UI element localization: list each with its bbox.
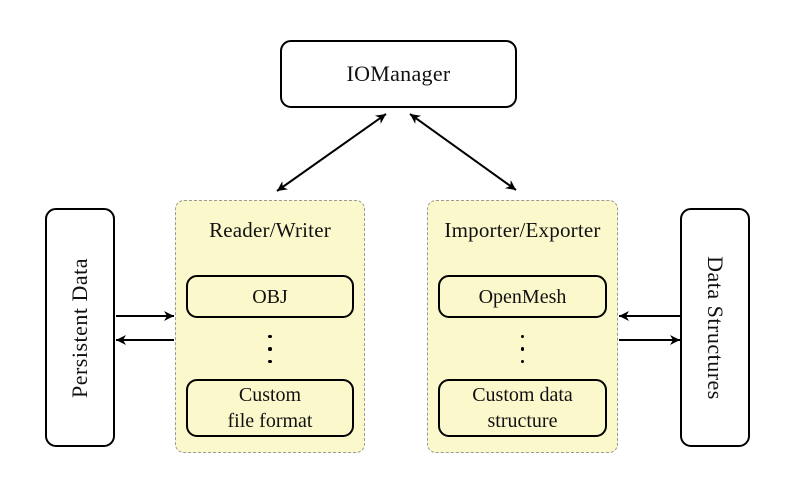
- importer-exporter-title: Importer/Exporter: [444, 218, 601, 242]
- obj-label: OBJ: [252, 285, 288, 308]
- custom-file-format-node: Custom file format: [186, 379, 354, 437]
- reader-writer-group: Reader/Writer OBJ Custom file format: [175, 200, 365, 453]
- importer-exporter-group: Importer/Exporter OpenMesh Custom data s…: [427, 200, 618, 453]
- openmesh-label: OpenMesh: [478, 285, 567, 308]
- iomanager-node: IOManager: [280, 40, 517, 108]
- iomanager-label: IOManager: [346, 61, 451, 86]
- custom-data-structure-label: Custom data structure: [472, 384, 573, 432]
- persistent-data-node: Persistent Data: [45, 208, 115, 447]
- custom-file-format-label: Custom file format: [227, 384, 313, 432]
- data-structures-label: Data Structures: [703, 255, 728, 400]
- openmesh-node: OpenMesh: [438, 275, 607, 318]
- arrow-iomanager-reader-writer: [276, 113, 387, 192]
- obj-node: OBJ: [186, 275, 354, 318]
- reader-writer-title: Reader/Writer: [209, 218, 331, 242]
- custom-data-structure-node: Custom data structure: [438, 379, 607, 437]
- vdots-icon: [428, 333, 617, 365]
- vdots-icon: [176, 333, 364, 365]
- data-structures-node: Data Structures: [680, 208, 750, 447]
- arrow-iomanager-importer-exporter: [409, 113, 517, 191]
- persistent-data-label: Persistent Data: [67, 257, 92, 398]
